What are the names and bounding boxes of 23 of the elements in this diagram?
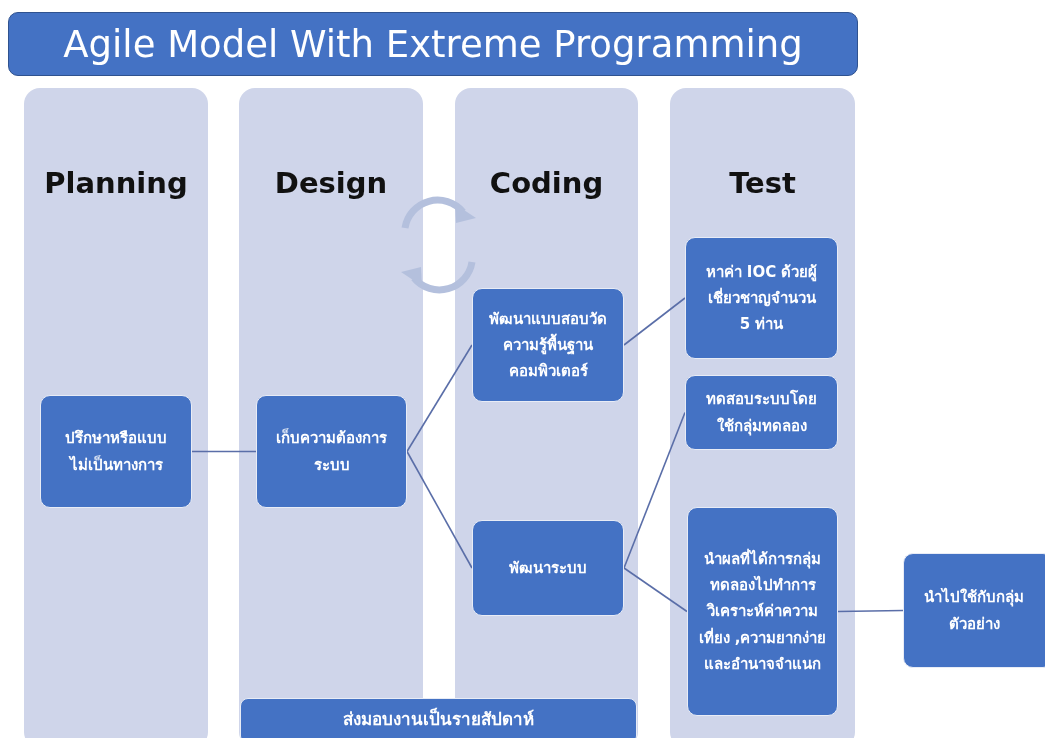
connector-line (191, 450, 257, 453)
connector-line (406, 344, 473, 453)
process-box: พัฒนาระบบ (472, 520, 624, 616)
process-box: ส่งมอบงานเป็นรายสัปดาห์ (240, 698, 637, 738)
process-box: นำผลที่ได้การกลุ่มทดลองไปทำการวิเคราะห์ค่าความเที่ยง ,ความยากง่าย และอำนาจจำแนก (687, 507, 838, 716)
connector-line (623, 567, 688, 613)
process-box: ปรึกษาหรือแบบไม่เป็นทางการ (40, 395, 192, 508)
phase-column (24, 88, 208, 738)
connector-line (623, 411, 686, 569)
process-box: พัฒนาแบบสอบวัดความรู้พื้นฐานคอมพิวเตอร์ (472, 288, 624, 402)
process-box: เก็บความต้องการระบบ (256, 395, 407, 508)
phase-heading: Design (273, 166, 389, 200)
process-box: หาค่า IOC ด้วยผู้เชี่ยวชาญจำนวน 5 ท่าน (685, 237, 838, 359)
connector-line (837, 609, 904, 613)
process-box: นำไปใช้กับกลุ่มตัวอย่าง (903, 553, 1045, 668)
phase-heading: Coding (488, 166, 605, 200)
process-box: ทดสอบระบบโดยใช้กลุ่มทดลอง (685, 375, 838, 450)
title-banner: Agile Model With Extreme Programming (8, 12, 858, 76)
connector-line (406, 450, 473, 569)
phase-column (670, 88, 855, 738)
connector-line (623, 297, 686, 346)
phase-heading: Test (728, 166, 797, 200)
phase-heading: Planning (43, 166, 189, 200)
